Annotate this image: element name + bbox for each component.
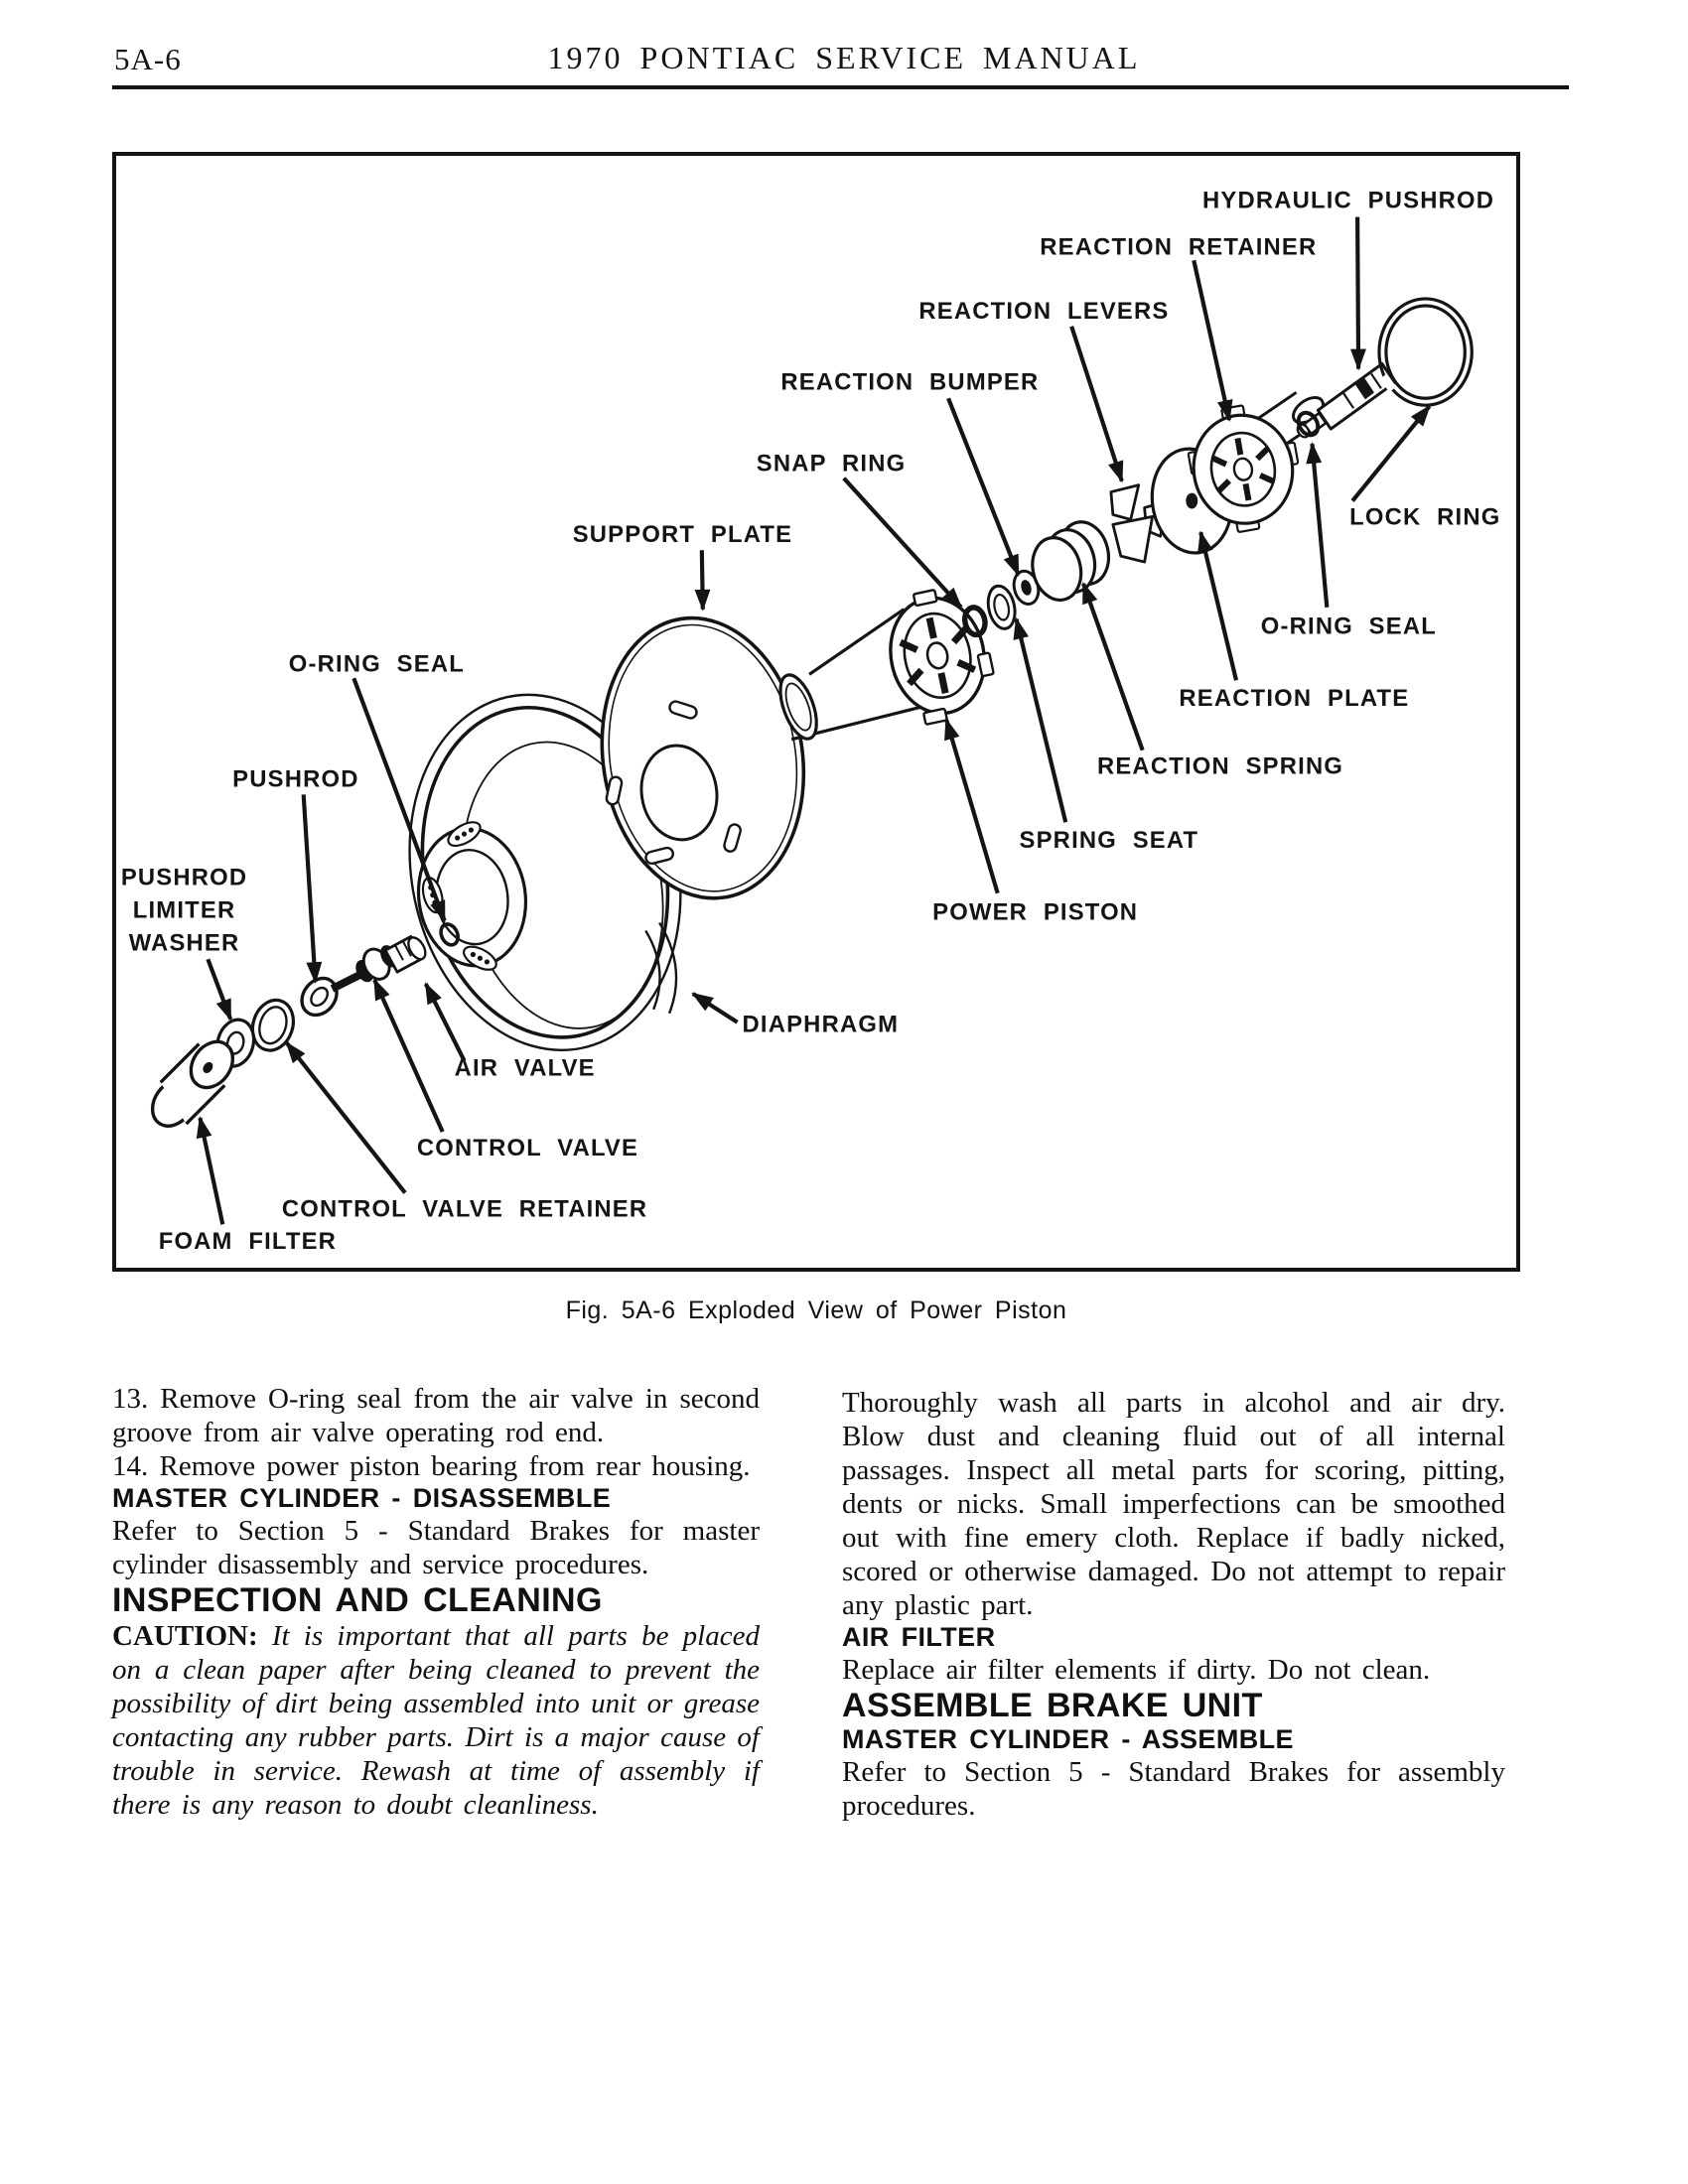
snap-ring-drawing	[961, 605, 988, 638]
right-column: Thoroughly wash all parts in alcohol and…	[842, 1386, 1505, 1823]
lock-ring-drawing	[1377, 297, 1474, 407]
reaction-spring-drawing	[1031, 520, 1111, 602]
reaction-retainer-drawing	[1187, 391, 1325, 533]
label-reaction-spring: REACTION SPRING	[1097, 753, 1343, 780]
paragraph-caution: CAUTION: It is important that all parts …	[112, 1619, 760, 1822]
leader-lines	[196, 216, 1432, 1225]
label-o-ring-seal-right: O-RING SEAL	[1261, 614, 1437, 640]
caution-text: It is important that all parts be placed…	[112, 1620, 760, 1821]
label-foam-filter: FOAM FILTER	[159, 1228, 337, 1255]
label-reaction-retainer: REACTION RETAINER	[1040, 233, 1317, 260]
o-ring-seal-right-drawing	[1296, 410, 1321, 438]
manual-title: 1970 PONTIAC SERVICE MANUAL	[547, 40, 1141, 75]
paragraph-wash-parts: Thoroughly wash all parts in alcohol and…	[842, 1387, 1505, 1621]
reaction-levers-drawing	[1109, 483, 1170, 564]
label-control-valve: CONTROL VALVE	[417, 1135, 638, 1161]
caution-label: CAUTION:	[112, 1620, 258, 1652]
heading-inspection-and-cleaning: INSPECTION AND CLEANING	[112, 1581, 603, 1619]
paragraph-master-cylinder-disassemble: Refer to Section 5 - Standard Brakes for…	[112, 1515, 760, 1580]
label-snap-ring: SNAP RING	[757, 451, 907, 478]
label-reaction-levers: REACTION LEVERS	[918, 298, 1169, 325]
left-column: 13. Remove O-ring seal from the air valv…	[112, 1382, 760, 1822]
heading-master-cylinder-disassemble: MASTER CYLINDER - DISASSEMBLE	[112, 1483, 612, 1513]
support-plate-drawing	[600, 615, 806, 900]
heading-master-cylinder-assemble: MASTER CYLINDER - ASSEMBLE	[842, 1724, 1294, 1754]
page-number: 5A-6	[114, 42, 182, 76]
reaction-bumper-drawing	[986, 584, 1017, 630]
label-power-piston: POWER PISTON	[932, 899, 1138, 926]
label-pushrod-limiter-washer-line3: WASHER	[129, 929, 240, 956]
power-piston-drawing	[778, 589, 995, 742]
label-o-ring-seal-left: O-RING SEAL	[289, 650, 465, 677]
control-valve-retainer-drawing	[250, 998, 295, 1052]
paragraph-step-14: 14. Remove power piston bearing from rea…	[112, 1450, 751, 1482]
exploded-view-drawing: HYDRAULIC PUSHROD REACTION RETAINER REAC…	[121, 188, 1500, 1256]
paragraph-step-13: 13. Remove O-ring seal from the air valv…	[112, 1383, 760, 1448]
heading-air-filter: AIR FILTER	[842, 1622, 996, 1652]
figure-caption: Fig. 5A-6 Exploded View of Power Piston	[565, 1297, 1067, 1324]
figure-exploded-view: HYDRAULIC PUSHROD REACTION RETAINER REAC…	[112, 152, 1520, 1272]
label-control-valve-retainer: CONTROL VALVE RETAINER	[282, 1195, 647, 1222]
label-hydraulic-pushrod: HYDRAULIC PUSHROD	[1202, 188, 1494, 214]
heading-assemble-brake-unit: ASSEMBLE BRAKE UNIT	[842, 1687, 1263, 1724]
label-support-plate: SUPPORT PLATE	[573, 521, 792, 548]
label-air-valve: AIR VALVE	[455, 1054, 596, 1081]
label-pushrod: PUSHROD	[232, 765, 358, 792]
pushrod-assembly-drawing	[300, 934, 427, 1018]
label-spring-seat: SPRING SEAT	[1020, 827, 1199, 854]
foam-filter-drawing	[150, 1039, 235, 1128]
label-diaphragm: DIAPHRAGM	[743, 1012, 900, 1038]
label-pushrod-limiter-washer-line1: PUSHROD	[121, 865, 247, 891]
paragraph-air-filter: Replace air filter elements if dirty. Do…	[842, 1654, 1431, 1686]
header-rule	[112, 85, 1569, 89]
label-reaction-bumper: REACTION BUMPER	[780, 368, 1039, 395]
o-ring-seal-left-drawing	[439, 922, 460, 947]
label-pushrod-limiter-washer-line2: LIMITER	[133, 897, 236, 924]
paragraph-master-cylinder-assemble: Refer to Section 5 - Standard Brakes for…	[842, 1756, 1505, 1822]
label-reaction-plate: REACTION PLATE	[1179, 685, 1409, 712]
label-lock-ring: LOCK RING	[1349, 503, 1500, 530]
